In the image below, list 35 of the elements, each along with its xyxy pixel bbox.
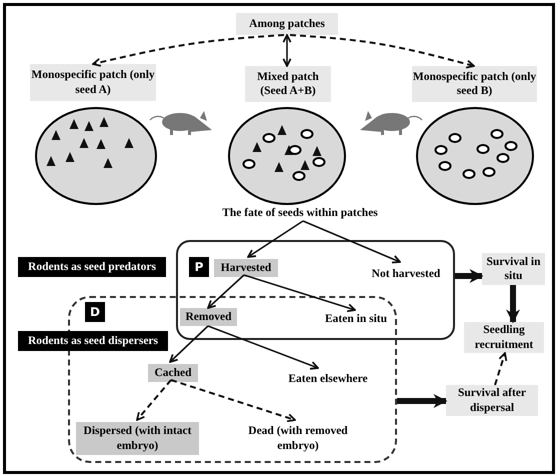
label-box: Among patches [236, 13, 338, 35]
label-box: Seedling recruitment [464, 322, 544, 353]
arrow [136, 379, 172, 421]
arrow [244, 274, 356, 312]
node-text: Eaten elsewhere [274, 370, 382, 388]
state-box: Harvested [214, 259, 278, 277]
label-box: Survival after dispersal [446, 385, 538, 416]
arrow [170, 379, 296, 422]
state-box: Dispersed (with intact embryo) [76, 422, 199, 455]
category-label: Rodents as seed predators [18, 257, 166, 277]
node-text: Not harvested [362, 264, 450, 284]
arrow [290, 34, 475, 69]
arrow [208, 325, 319, 370]
arrow [169, 325, 209, 363]
arrow [247, 220, 304, 258]
thick-arrow [397, 394, 448, 408]
label-box: Survival in situ [482, 253, 545, 285]
arrow [92, 34, 284, 67]
label-box: Monospecific patch (only seed B) [412, 66, 537, 102]
node-text: The fate of seeds within patches [188, 205, 412, 221]
thick-arrow [455, 269, 484, 283]
arrow [302, 220, 401, 264]
node-text: Dead (with removed embryo) [242, 422, 354, 455]
label-box: Mixed patch (Seed A+B) [245, 66, 331, 102]
category-label: Rodents as seed dispersers [18, 331, 168, 351]
state-box: Cached [148, 364, 198, 382]
arrow [282, 34, 292, 67]
arrow [494, 352, 508, 386]
thick-arrow [506, 285, 520, 324]
label-box: Monospecific patch (only seed A) [30, 64, 156, 101]
region-letter: D [85, 302, 105, 322]
region-letter: P [189, 257, 209, 277]
arrow [207, 274, 245, 309]
node-text: Eaten in situ [318, 310, 394, 328]
state-box: Removed [180, 308, 237, 326]
